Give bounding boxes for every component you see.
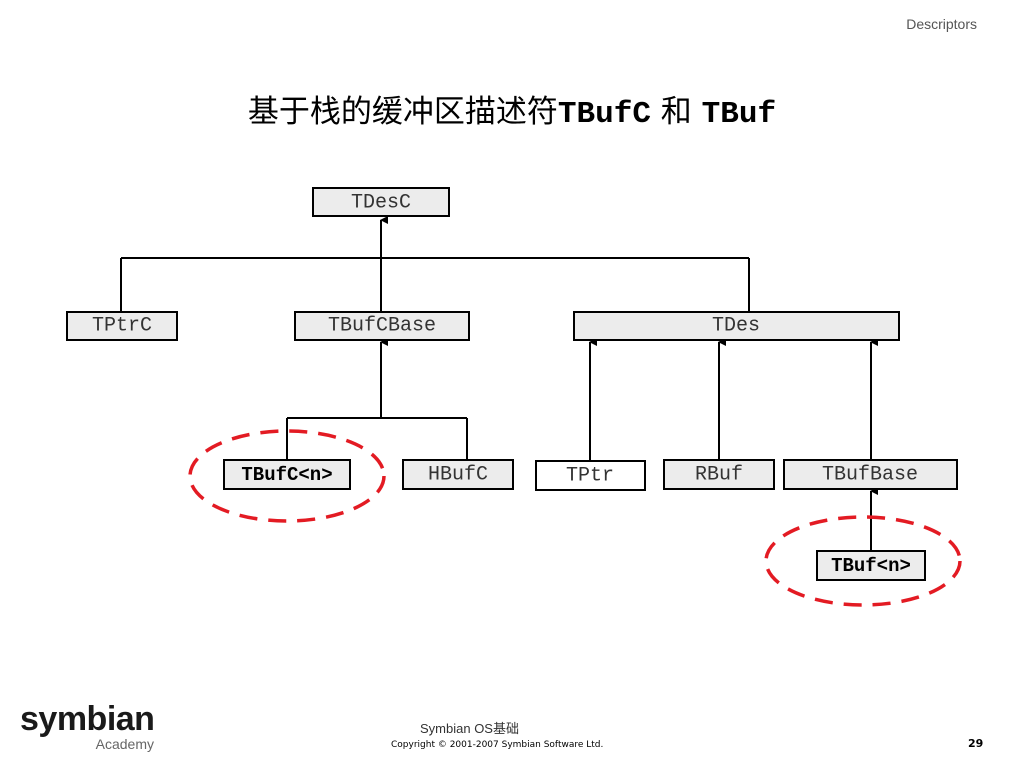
logo-sub: Academy: [95, 736, 154, 752]
svg-text:TDes: TDes: [712, 315, 760, 338]
node-tbufcbase: TBufCBase: [294, 311, 470, 341]
node-hbufc: HBufC: [402, 459, 514, 490]
title-code-tbuf: TBuf: [701, 97, 777, 132]
highlight-ellipse-tbuf-n: [764, 515, 962, 607]
svg-text:TDesC: TDesC: [351, 192, 411, 215]
svg-text:TBufCBase: TBufCBase: [328, 315, 436, 338]
node-tbuf-n: TBuf<n>: [816, 550, 926, 581]
highlight-ellipse-tbufc-n: [188, 429, 386, 523]
svg-text:RBuf: RBuf: [695, 464, 743, 487]
node-tbufc-n: TBufC<n>: [223, 459, 351, 490]
title-conj: 和: [650, 94, 702, 130]
svg-text:TBufC<n>: TBufC<n>: [241, 464, 332, 486]
node-tptr: TPtr: [535, 460, 646, 491]
footer-course-title: Symbian OS基础: [420, 721, 519, 736]
svg-text:HBufC: HBufC: [428, 464, 488, 487]
slide-title: 基于栈的缓冲区描述符TBufC 和 TBuf: [0, 86, 1024, 132]
logo-word: symbian: [20, 700, 155, 738]
node-tbufbase: TBufBase: [783, 459, 958, 490]
title-prefix: 基于栈的缓冲区描述符: [247, 94, 558, 130]
footer-copyright: Copyright © 2001-2007 Symbian Software L…: [391, 740, 604, 750]
svg-text:TBuf<n>: TBuf<n>: [831, 555, 911, 577]
svg-text:TBufBase: TBufBase: [822, 464, 918, 487]
node-tdes: TDes: [573, 311, 900, 341]
page-number: 29: [968, 737, 984, 750]
symbian-academy-logo: symbian Academy: [20, 702, 160, 754]
section-label: Descriptors: [906, 16, 977, 32]
svg-text:TPtrC: TPtrC: [92, 315, 152, 338]
node-tptrc: TPtrC: [66, 311, 178, 341]
node-tdesc: TDesC: [312, 187, 450, 217]
title-code-tbufc: TBufC: [557, 97, 651, 132]
connectors: [120, 216, 878, 550]
svg-text:TPtr: TPtr: [566, 465, 614, 488]
node-rbuf: RBuf: [663, 459, 775, 490]
